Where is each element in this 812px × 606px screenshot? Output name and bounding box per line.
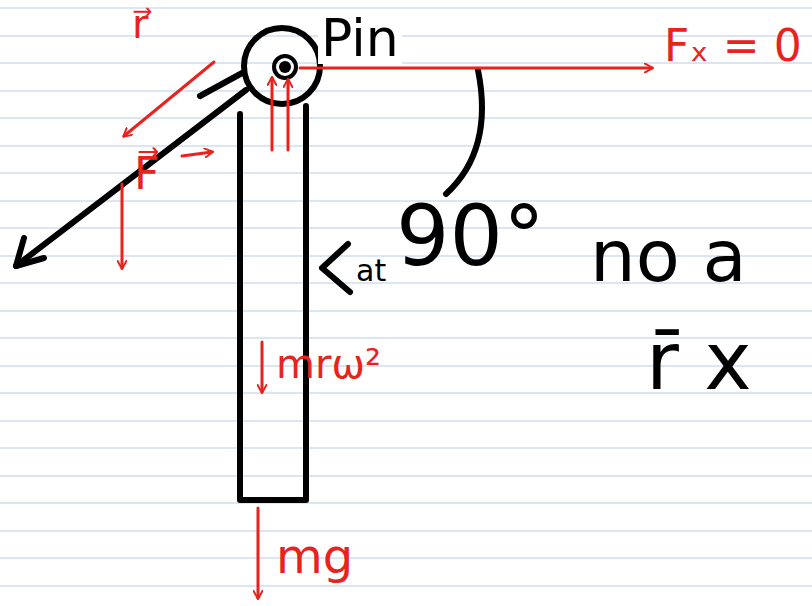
angle-value: 90° (396, 194, 545, 278)
centripetal-label: mrω² (276, 344, 381, 384)
vector-label: r⃗ (132, 4, 148, 44)
angle-note: at (356, 256, 386, 286)
force-arrows (122, 62, 652, 598)
pin-dot (279, 61, 291, 73)
weight-label: mg (276, 532, 353, 580)
ruled-lines (0, 8, 812, 586)
cross-product: r̄ x (646, 322, 752, 402)
force-equation: Fₓ = 0 (664, 24, 802, 68)
note-text: no a (590, 220, 747, 292)
pin-label: Pin (318, 12, 402, 64)
force-label: F⃗ (134, 152, 159, 196)
